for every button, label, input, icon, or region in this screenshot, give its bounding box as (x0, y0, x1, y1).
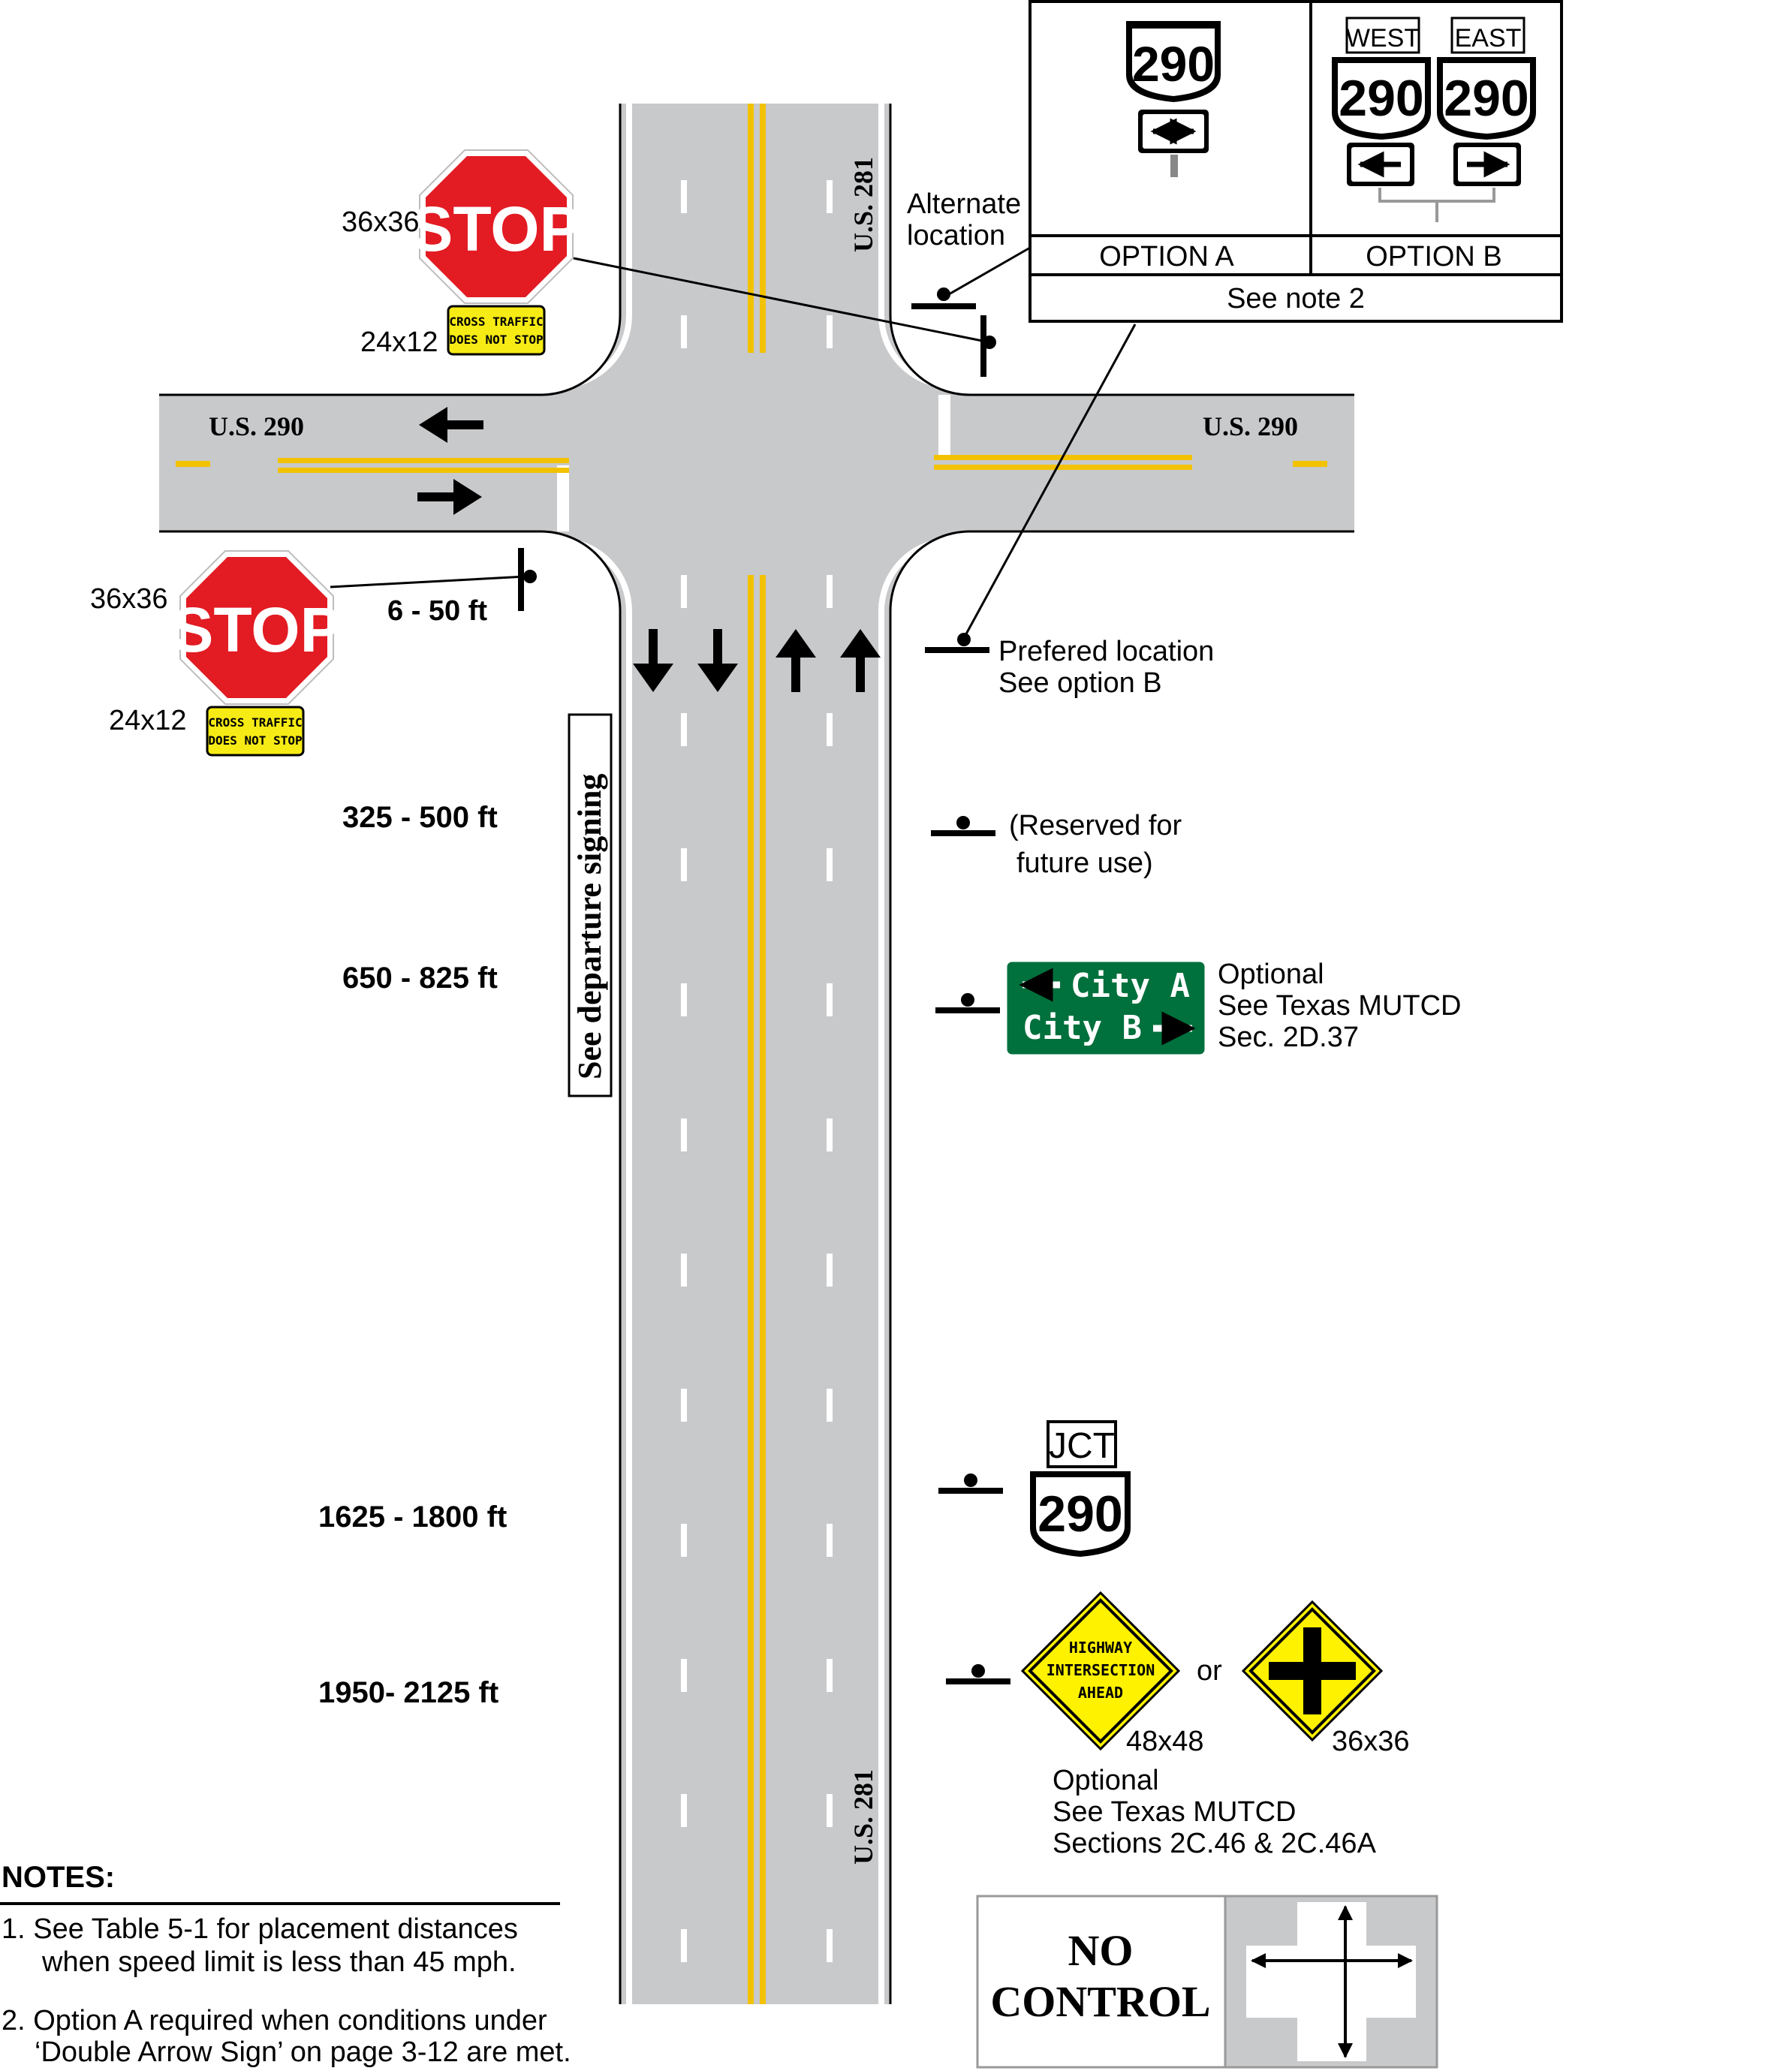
distance-325-500: 325 - 500 ft (342, 801, 498, 834)
distance-650-825: 650 - 825 ft (342, 962, 498, 995)
svg-text:AHEAD: AHEAD (1078, 1684, 1123, 1702)
us281-pavement (620, 104, 890, 2004)
cross-traffic-plaque-upper: CROSS TRAFFIC DOES NOT STOP (447, 305, 546, 356)
stop-size-upper: 36x36 (342, 206, 420, 238)
warning-optional-3: Sections 2C.46 & 2C.46A (1053, 1828, 1377, 1859)
reserved-label-2: future use) (1016, 847, 1153, 879)
jct-290-assembly: JCT 290 (1030, 1420, 1131, 1557)
svg-text:STOP: STOP (171, 595, 342, 665)
arrow-right-icon (417, 479, 482, 515)
distance-1625-1800: 1625 - 1800 ft (318, 1501, 507, 1534)
arrow-up-icon (776, 629, 816, 692)
svg-text:INTERSECTION: INTERSECTION (1047, 1661, 1155, 1679)
sign-post-alternate (911, 287, 976, 309)
us-shield-icon: 290 (1332, 57, 1431, 140)
guide-optional-3: Sec. 2D.37 (1218, 1022, 1359, 1053)
warning-size-48: 48x48 (1126, 1726, 1204, 1757)
legend-control: CONTROL (990, 1977, 1210, 2026)
note-1-line-1: 1. See Table 5-1 for placement distances (2, 1913, 518, 1945)
notes-section: NOTES: 1. See Table 5-1 for placement di… (0, 1861, 571, 2068)
svg-text:DOES NOT STOP: DOES NOT STOP (449, 333, 543, 347)
arrow-down-icon (633, 629, 673, 692)
arrow-down-icon (697, 629, 738, 692)
note-2-line-2: ‘Double Arrow Sign’ on page 3-12 are met… (35, 2036, 571, 2068)
svg-text:STOP: STOP (411, 194, 581, 264)
svg-text:WEST: WEST (1346, 24, 1420, 53)
cross-traffic-plaque-lower: CROSS TRAFFIC DOES NOT STOP (206, 706, 305, 757)
roadway: U.S. 281 U.S. 281 U.S. 290 U.S. 290 (159, 104, 1354, 2004)
note-2-line-1: 2. Option A required when conditions und… (2, 2005, 547, 2036)
stop-sign-lower: STOP (171, 550, 342, 705)
option-a-label: OPTION A (1099, 241, 1234, 272)
no-control-legend: NO CONTROL (976, 1895, 1438, 2069)
stop-size-lower: 36x36 (90, 583, 168, 615)
stop-distance-label: 6 - 50 ft (387, 595, 487, 627)
svg-text:See departure signing: See departure signing (571, 774, 608, 1079)
svg-text:DOES NOT STOP: DOES NOT STOP (208, 733, 302, 748)
stop-sign-upper: STOP (411, 149, 582, 304)
svg-text:HIGHWAY: HIGHWAY (1069, 1639, 1132, 1657)
sign-post-preferred (925, 633, 989, 653)
warning-size-36: 36x36 (1332, 1726, 1410, 1757)
us-shield-icon: 290 (1437, 57, 1536, 140)
reserved-label-1: (Reserved for (1009, 810, 1182, 841)
note-1-line-2: when speed limit is less than 45 mph. (41, 1946, 517, 1978)
svg-text:CROSS TRAFFIC: CROSS TRAFFIC (208, 715, 302, 730)
cross-road-icon (1269, 1627, 1356, 1714)
option-b-assembly: WEST EAST 290 290 (1332, 17, 1536, 222)
us-shield-icon: 290 (1030, 1471, 1131, 1557)
svg-text:JCT: JCT (1049, 1426, 1115, 1466)
distance-1950-2125: 1950- 2125 ft (318, 1676, 498, 1709)
guide-optional-2: See Texas MUTCD (1218, 990, 1462, 1022)
legend-no: NO (1068, 1926, 1134, 1975)
sign-post-jct (938, 1473, 1003, 1494)
plaque-size-upper: 24x12 (360, 327, 438, 358)
sign-post-warning (946, 1664, 1010, 1684)
or-label: or (1197, 1655, 1222, 1687)
sign-post-lower-stop (518, 548, 537, 611)
preferred-location-label-2: See option B (998, 667, 1162, 699)
notes-heading: NOTES: (2, 1861, 115, 1894)
departure-signing-box: See departure signing (568, 713, 613, 1097)
sign-post-reserved (931, 816, 995, 836)
warning-optional-1: Optional (1053, 1765, 1159, 1796)
lane-arrows (417, 407, 881, 692)
road-label-us281-bottom: U.S. 281 (848, 1769, 878, 1865)
alternate-location-label-1: Alternate (907, 188, 1021, 220)
warning-optional-2: See Texas MUTCD (1053, 1796, 1297, 1828)
arrow-up-icon (840, 629, 881, 692)
preferred-location-label-1: Prefered location (998, 636, 1214, 667)
svg-text:290: 290 (1339, 70, 1423, 127)
alternate-location-label-2: location (907, 220, 1005, 251)
svg-text:City A: City A (1071, 967, 1190, 1005)
options-callout: 290 WEST EAST 290 290 (1029, 0, 1563, 323)
sign-post-guide (935, 993, 1000, 1013)
svg-text:CROSS TRAFFIC: CROSS TRAFFIC (449, 315, 543, 329)
svg-text:EAST: EAST (1455, 24, 1522, 53)
sign-post-upper-stop (980, 315, 996, 377)
cross-road-warning-sign (1241, 1600, 1384, 1742)
option-a-assembly: 290 (1126, 21, 1221, 177)
svg-text:290: 290 (1132, 36, 1215, 92)
road-label-us290-east: U.S. 290 (1203, 411, 1298, 441)
us-shield-icon: 290 (1126, 21, 1221, 102)
guide-optional-1: Optional (1218, 959, 1324, 990)
arrow-left-icon (419, 407, 483, 443)
plaque-size-lower: 24x12 (109, 705, 187, 736)
highway-intersection-ahead-sign: HIGHWAY INTERSECTION AHEAD (1020, 1591, 1181, 1751)
svg-text:City B: City B (1022, 1009, 1142, 1047)
svg-text:290: 290 (1038, 1486, 1122, 1543)
svg-text:290: 290 (1444, 70, 1528, 127)
see-note-2-label: See note 2 (1227, 283, 1365, 315)
road-label-us281-top: U.S. 281 (848, 157, 878, 252)
destination-guide-sign: City A City B (1004, 959, 1207, 1057)
road-label-us290-west: U.S. 290 (209, 411, 304, 441)
option-b-label: OPTION B (1366, 241, 1502, 272)
